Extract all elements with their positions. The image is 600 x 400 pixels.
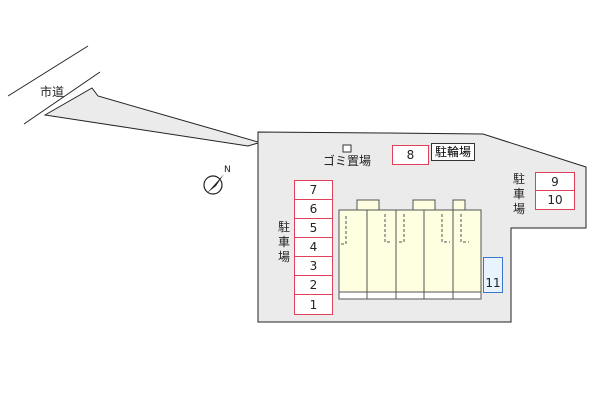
compass-north-label: N bbox=[224, 165, 231, 175]
parking-space-4: 4 bbox=[294, 237, 333, 257]
parking-space-2: 2 bbox=[294, 275, 333, 295]
parking-space-10: 10 bbox=[535, 190, 575, 210]
parking-space-5: 5 bbox=[294, 218, 333, 238]
city-road-line-lower bbox=[23, 71, 101, 125]
city-road-label: 市道 bbox=[40, 85, 65, 99]
parking-space-8: 8 bbox=[392, 145, 429, 165]
bicycle-parking-label: 駐輪場 bbox=[431, 143, 476, 161]
parking-space-9: 9 bbox=[535, 172, 575, 191]
parking-space-1: 1 bbox=[294, 294, 333, 315]
parking-space-11: 11 bbox=[483, 257, 503, 293]
parking-label-right: 駐車場 bbox=[512, 172, 525, 216]
parking-space-3: 3 bbox=[294, 256, 333, 276]
city-road-line-upper bbox=[7, 45, 89, 97]
garbage-bin-icon bbox=[342, 144, 352, 153]
parking-space-7: 7 bbox=[294, 180, 333, 200]
garbage-station-label: ゴミ置場 bbox=[323, 154, 372, 168]
parking-space-6: 6 bbox=[294, 199, 333, 219]
parking-label-left: 駐車場 bbox=[277, 220, 290, 264]
apartment-building bbox=[338, 199, 482, 300]
north-compass-icon bbox=[203, 174, 224, 195]
